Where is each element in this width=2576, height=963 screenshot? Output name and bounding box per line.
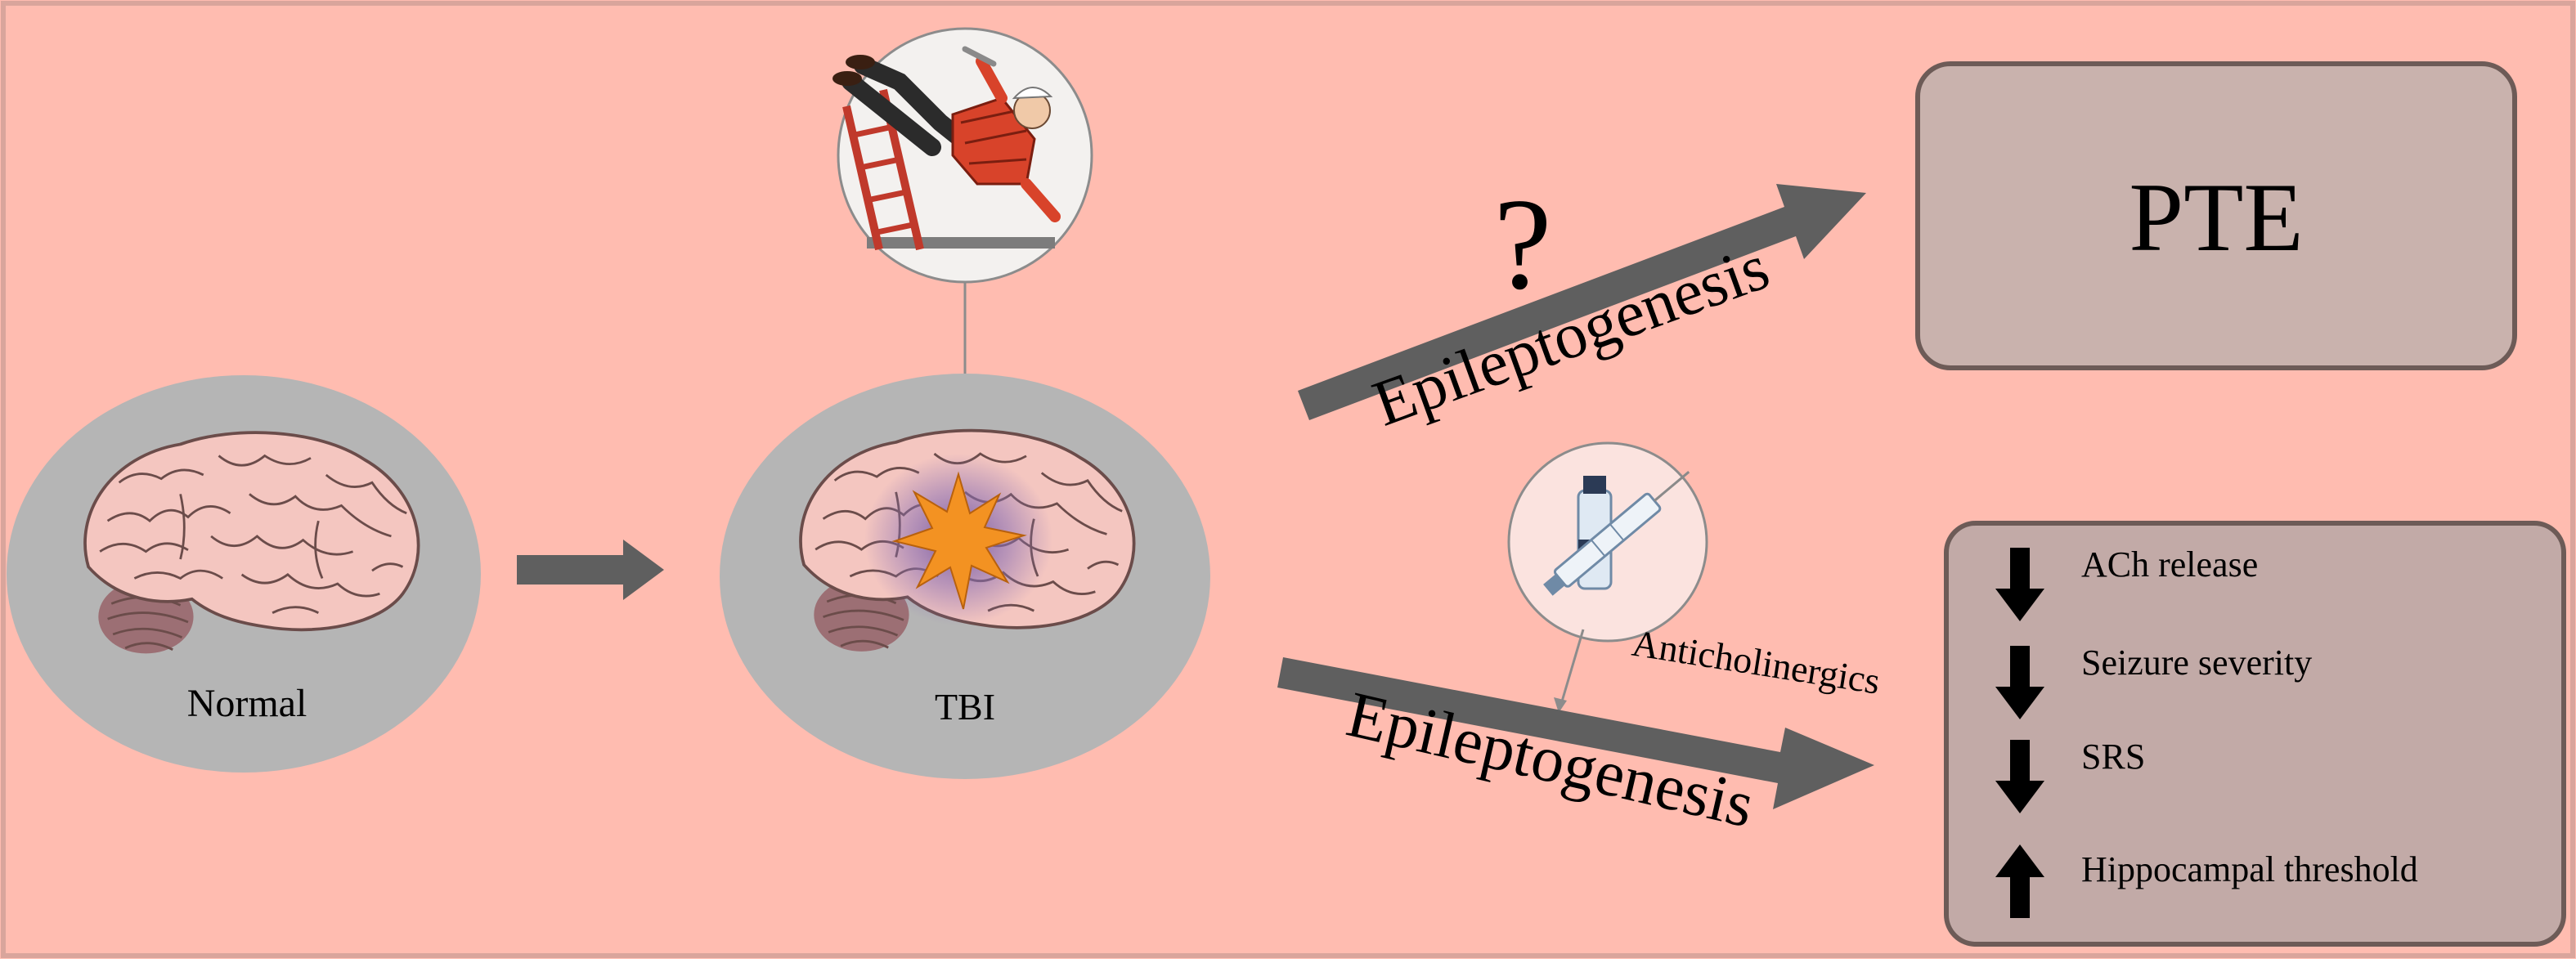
injury-star-icon [891,471,1027,610]
arrow-down-icon [1995,740,2044,813]
arrow-up-icon [1995,844,2044,918]
outcome-text: Hippocampal threshold [2081,849,2418,889]
drug-illustration [1507,441,1708,643]
normal-to-tbi-arrow [517,540,664,600]
outcome-text: Seizure severity [2081,643,2312,683]
pte-label: PTE [2129,163,2303,271]
worker-falling-from-ladder-icon [832,46,1061,251]
lower-epileptogenesis-arrow [1277,657,1874,809]
upper-epileptogenesis-arrow [1298,184,1866,420]
question-mark: ? [1493,171,1551,316]
drug-connector-arrowhead [1554,697,1567,713]
normal-label: Normal [187,682,307,725]
outcomes-box [1944,521,2566,947]
pte-box [1915,61,2517,370]
tbi-brain-node: TBI [720,374,1210,779]
outcome-item: SRS [1995,737,2145,813]
outcome-text: SRS [2081,737,2145,777]
tbi-label: TBI [935,686,995,728]
arrow-down-icon [1995,548,2044,621]
fall-illustration [832,27,1093,284]
outcome-item: ACh release [1995,544,2258,621]
outcome-item: Seizure severity [1995,643,2312,719]
outcome-text: ACh release [2081,544,2258,585]
drug-connector-line [1560,629,1585,702]
arrow-down-icon [1995,646,2044,719]
syringe-vial-icon [1543,471,1690,596]
normal-brain-node: Normal [7,375,481,773]
outcome-item: Hippocampal threshold [1995,844,2418,918]
